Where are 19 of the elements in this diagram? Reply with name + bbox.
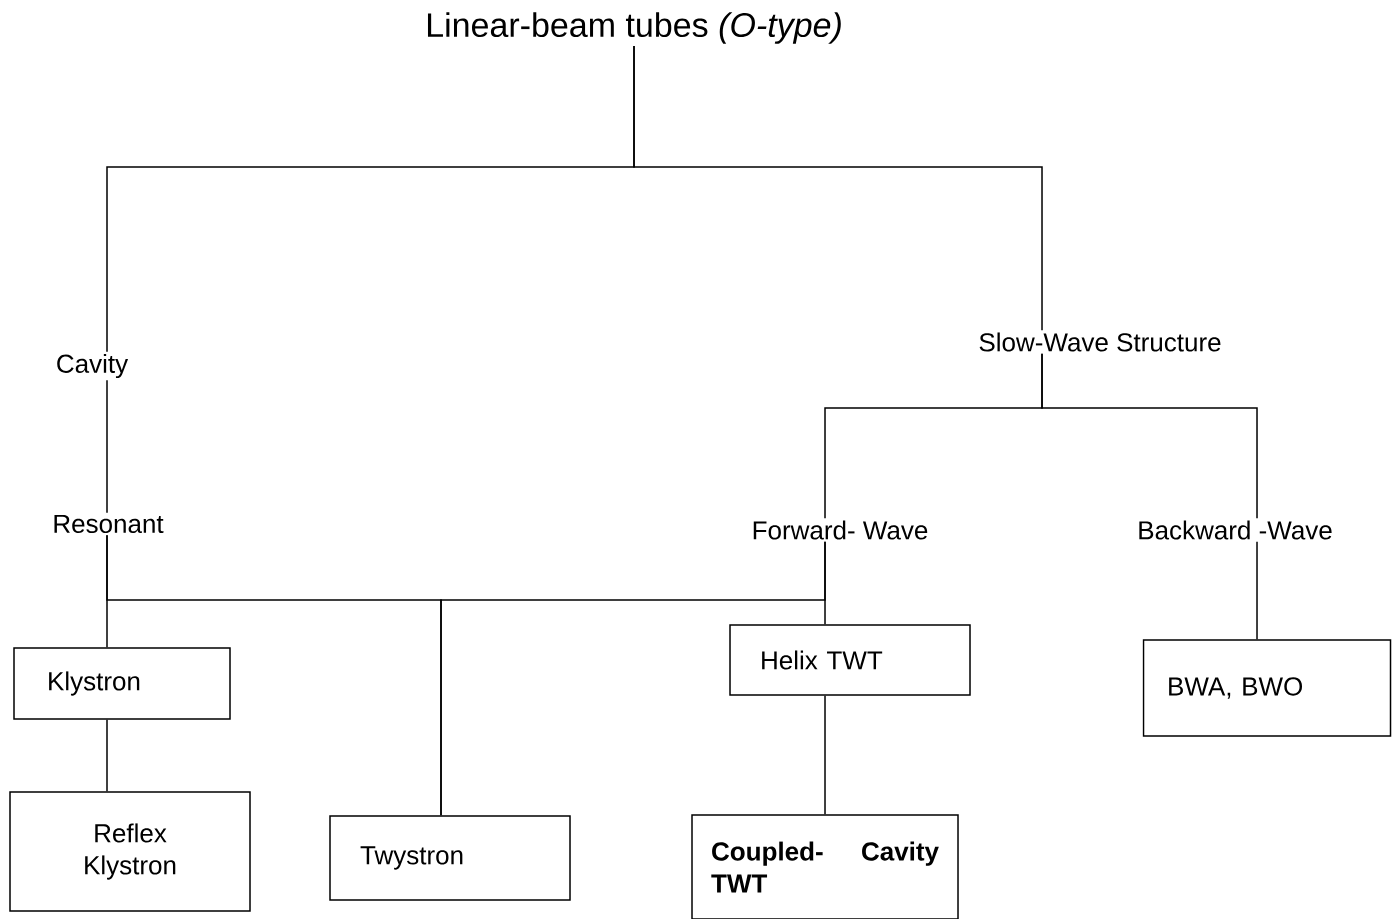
category-label: Forward- Wave bbox=[753, 520, 928, 540]
tube-box: Helix TWT bbox=[729, 624, 971, 696]
connector-line bbox=[824, 541, 826, 625]
title-text: Linear-beam tubes (O-type) bbox=[428, 12, 841, 44]
tube-box: Reflex Klystron bbox=[9, 791, 251, 912]
category-label: Resonant bbox=[54, 514, 164, 534]
category-label: Backward -Wave bbox=[1139, 520, 1332, 540]
category-label: Slow-Wave Structure bbox=[979, 332, 1221, 352]
tube-box: BWA, BWO bbox=[1142, 639, 1392, 737]
tube-box: Klystron bbox=[13, 647, 231, 720]
connector-line bbox=[106, 719, 108, 792]
connector-line bbox=[824, 695, 826, 815]
tube-box: Twystron bbox=[329, 815, 571, 901]
tube-box: Coupled- Cavity TWT bbox=[691, 814, 959, 919]
connector-line bbox=[1256, 541, 1258, 640]
connector-line bbox=[1041, 353, 1258, 519]
connector-line bbox=[633, 45, 1043, 331]
connector-line bbox=[106, 379, 108, 514]
category-label: Cavity bbox=[57, 353, 129, 379]
